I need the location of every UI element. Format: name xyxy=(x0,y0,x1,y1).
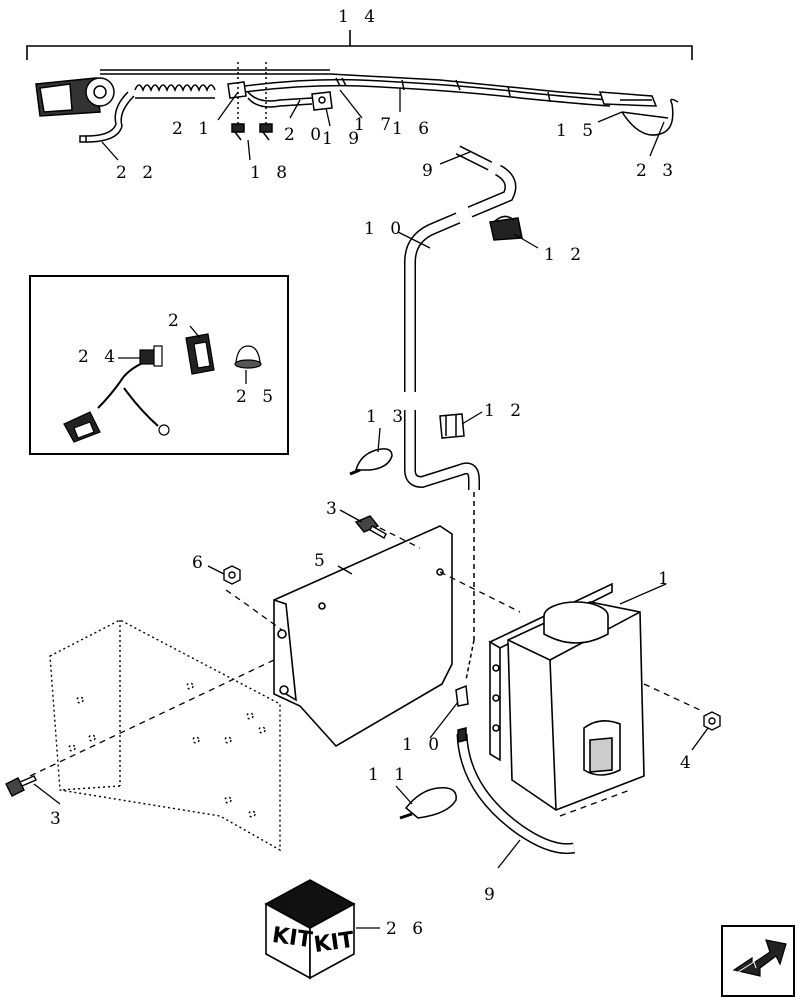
next-page-arrow-button[interactable] xyxy=(721,925,795,997)
tie-strap-11 xyxy=(399,787,457,820)
kit-label-right: KIT xyxy=(312,928,355,958)
callout-9-upper: 9 xyxy=(422,161,438,181)
inset-box xyxy=(29,275,289,455)
callout-13: 1 3 xyxy=(366,407,408,427)
callout-22: 2 2 xyxy=(116,163,158,183)
callout-24: 2 4 xyxy=(78,347,120,367)
nut-4 xyxy=(703,711,721,731)
mounting-plate-5 xyxy=(273,525,453,748)
reservoir-tank-1 xyxy=(488,582,645,811)
callout-2: 2 xyxy=(168,311,184,331)
wiper-arm-assembly xyxy=(35,62,679,143)
callout-16: 1 6 xyxy=(392,119,434,139)
callout-4: 4 xyxy=(680,753,696,773)
callout-18: 1 8 xyxy=(250,163,292,183)
hose-9-lower xyxy=(455,639,575,855)
callout-19: 1 9 xyxy=(322,129,364,149)
callout-23: 2 3 xyxy=(636,161,678,181)
assembly-14-bracket xyxy=(26,30,693,60)
callout-9-lower: 9 xyxy=(484,885,500,905)
callout-25: 2 5 xyxy=(236,387,278,407)
hose-10-upper xyxy=(404,145,523,392)
callout-5: 5 xyxy=(314,551,330,571)
callout-14: 1 4 xyxy=(338,7,380,27)
callout-17: 1 7 xyxy=(354,115,396,135)
callout-15: 1 5 xyxy=(556,121,598,141)
callout-10-upper: 1 0 xyxy=(364,219,406,239)
callout-26: 2 6 xyxy=(386,919,428,939)
kit-box-26 xyxy=(264,879,356,980)
leader-lines xyxy=(33,88,709,929)
callout-21: 2 1 xyxy=(172,119,214,139)
tie-strap-13 xyxy=(349,448,393,476)
callout-labels: 1 4 2 1 2 0 1 9 1 7 1 6 1 5 2 2 1 8 2 3 … xyxy=(50,7,696,939)
callout-10-lower: 1 0 xyxy=(402,735,444,755)
callout-1: 1 xyxy=(658,569,674,589)
callout-3-upper: 3 xyxy=(326,499,342,519)
callout-3-lower: 3 xyxy=(50,809,66,829)
assembly-lines xyxy=(29,527,701,817)
chassis-panel xyxy=(49,619,281,852)
bolt-3-upper xyxy=(354,515,387,539)
callout-6: 6 xyxy=(192,553,208,573)
hose-10-lower xyxy=(404,410,480,640)
callout-11: 1 1 xyxy=(368,765,410,785)
kit-label-left: KIT xyxy=(270,923,313,953)
callout-12-lower: 1 2 xyxy=(484,401,526,421)
nut-6 xyxy=(223,565,241,585)
callout-12-upper: 1 2 xyxy=(544,245,586,265)
callout-20: 2 0 xyxy=(284,125,326,145)
bolt-3-lower xyxy=(5,775,37,797)
